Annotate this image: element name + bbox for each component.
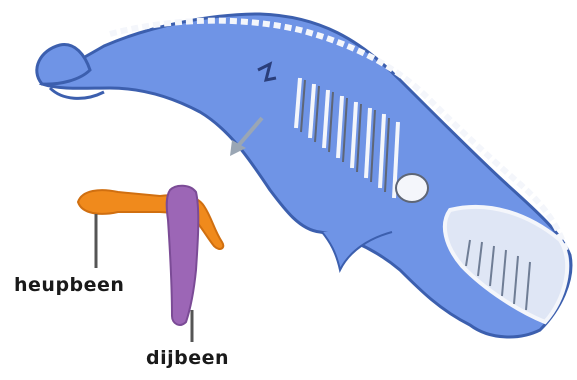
- hip-bone: [78, 190, 223, 249]
- hip-bone-label: heupbeen: [14, 274, 124, 296]
- thigh-bone: [167, 186, 199, 325]
- shoulder-blade: [396, 174, 428, 202]
- thigh-bone-label: dijbeen: [146, 347, 229, 369]
